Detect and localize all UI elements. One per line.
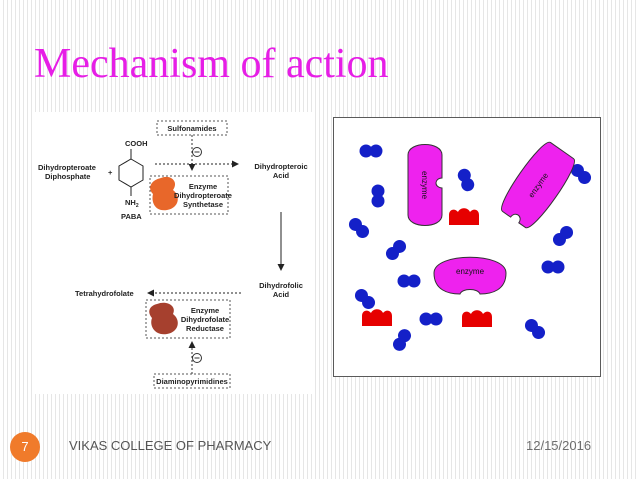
enzyme1-line2: Dihydropteroate [174,191,232,200]
substrate-line1: Dihydropteroate [38,163,96,172]
enzyme2-line1: Enzyme [191,306,219,315]
diaminopyrimidines-label: Diaminopyrimidines [156,377,228,386]
enzyme-tilted: enzyme [501,142,575,228]
folate-pathway-figure: Sulfonamides COOH NH2 PABA Dihydropteroa… [33,112,315,394]
blue-molecule [419,312,443,326]
blue-molecule [541,260,565,274]
red-molecule [362,309,392,326]
enzyme-label-1: enzyme [420,171,429,200]
slide-title: Mechanism of action [34,41,389,87]
blue-molecule [397,274,421,288]
footer-date: 12/15/2016 [526,438,592,453]
plus-sign: + [108,168,113,177]
cooh-label: COOH [125,139,148,148]
slide-number-badge: 7 [10,432,40,462]
footer-college-name: VIKAS COLLEGE OF PHARMACY [69,438,272,453]
blue-molecule [383,237,409,263]
blue-molecule [346,215,372,241]
enzyme-substrate-figure: enzyme enzyme enzyme [334,118,600,376]
product2-line1: Dihydrofolic [259,281,303,290]
blue-molecule [550,223,576,249]
paba-label: PABA [121,212,142,221]
enzyme-label-3: enzyme [456,267,485,276]
blue-molecule [390,326,414,354]
product2-line2: Acid [273,290,290,299]
diaminopyrimidines-box [153,373,231,389]
enzyme-horizontal: enzyme [433,256,507,295]
benzene-ring [118,158,144,188]
product1-line2: Acid [273,171,290,180]
nh2-label: NH2 [125,198,139,209]
blue-molecule [352,286,378,312]
enzyme1-line3: Synthetase [183,200,223,209]
sulfonamides-label: Sulfonamides [167,124,216,133]
product3-label: Tetrahydrofolate [75,289,134,298]
enzyme2-line3: Reductase [186,324,224,333]
substrate-line2: Diphosphate [45,172,90,181]
synthetase-enzyme-shape [150,176,178,211]
folate-pathway-diagram: Sulfonamides COOH NH2 PABA Dihydropteroa… [38,120,308,389]
blue-molecule [359,144,383,158]
product1-line1: Dihydropteroic [254,162,307,171]
red-molecule [449,208,479,225]
reductase-enzyme-shape [149,302,178,335]
enzyme-substrate-diagram: enzyme enzyme enzyme [346,142,594,354]
enzyme-vertical: enzyme [407,144,443,226]
blue-molecule [371,184,385,208]
enzyme1-line1: Enzyme [189,182,217,191]
sulfonamides-box [156,120,228,136]
red-molecule [462,310,492,327]
blue-molecule [455,166,477,194]
enzyme2-line2: Dihydrofolate [181,315,229,324]
blue-molecule [522,316,548,342]
